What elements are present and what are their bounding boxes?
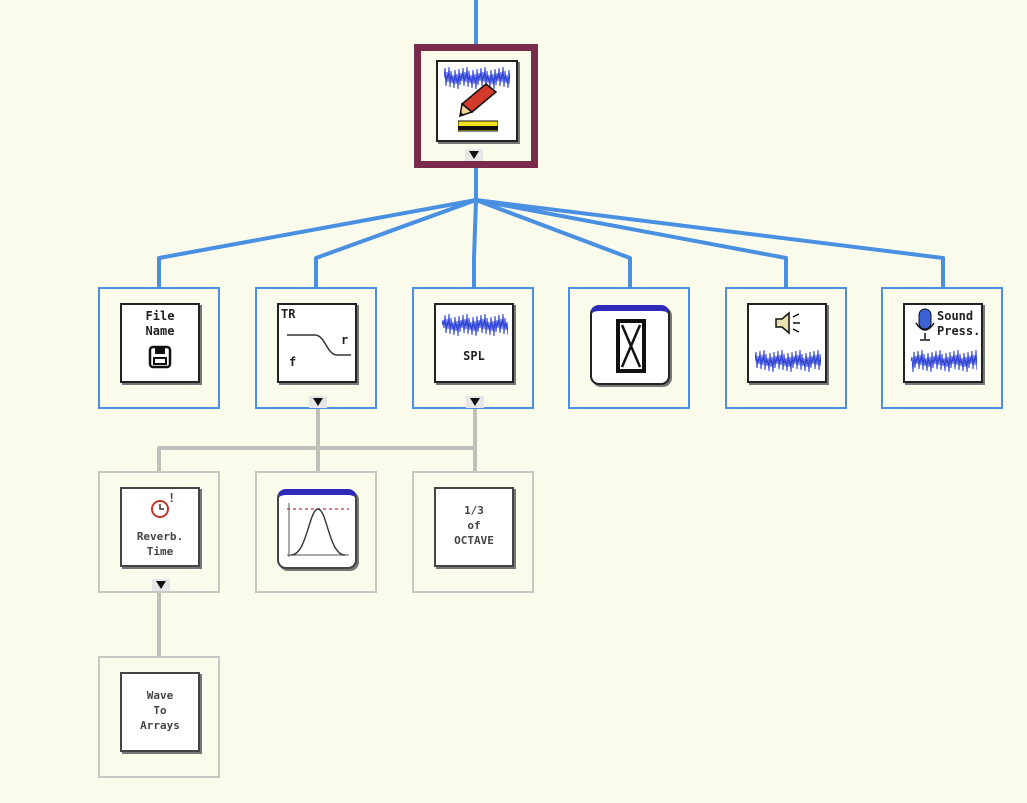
root-node[interactable] (414, 44, 538, 168)
output-terminal-icon[interactable] (152, 579, 170, 591)
waveform-shape (442, 313, 508, 337)
waveform-icon (444, 66, 510, 90)
speaker-node[interactable] (725, 287, 847, 409)
wire-level1-0 (157, 198, 477, 287)
hourglass-shape (616, 319, 646, 373)
waveform-trace (444, 66, 510, 90)
wire-level1-3 (475, 198, 632, 287)
wire-level1-1 (314, 198, 477, 287)
decay-curve (287, 334, 351, 356)
r-label: r (341, 333, 349, 347)
ruler-icon (458, 120, 498, 132)
bandpass-curve (287, 503, 349, 557)
node-label: 1/3 of OCTAVE (454, 504, 494, 547)
node-label: Reverb. Time (136, 530, 184, 558)
f-label: f (289, 355, 297, 369)
reverb-time-node[interactable]: ! Reverb. Time (98, 471, 220, 593)
waveform-edit-icon (436, 60, 518, 142)
node-label: Sound Press. (937, 309, 981, 338)
floppy-shape (148, 345, 172, 369)
file-name-node[interactable]: File Name (98, 287, 220, 409)
floppy-disk-icon: File Name (120, 303, 200, 383)
node-label: File Name (145, 309, 175, 338)
exclaim-mark: ! (168, 491, 176, 505)
wire-level1-2 (472, 199, 478, 287)
wave-to-arrays-node[interactable]: Wave To Arrays (98, 656, 220, 778)
stopwatch-shape (151, 500, 169, 518)
output-terminal-icon[interactable] (309, 396, 327, 408)
wire-level1-4 (475, 198, 788, 287)
tr-filter-node[interactable]: TR f r (255, 287, 377, 409)
pencil-icon (459, 83, 498, 118)
node-label: Wave To Arrays (140, 689, 180, 732)
wire-tr-reverb (157, 446, 318, 471)
output-terminal-icon[interactable] (466, 396, 484, 408)
hourglass-icon (590, 305, 670, 385)
waveform-trace (911, 349, 977, 373)
speaker-shape (775, 311, 800, 335)
output-terminal-icon[interactable] (465, 149, 483, 161)
timer-node[interactable] (568, 287, 690, 409)
tr-filter-curve-icon: TR f r (277, 303, 357, 383)
waveform-shape (911, 349, 977, 373)
third-octave-icon: 1/3 of OCTAVE (434, 487, 514, 567)
tr-label: TR (281, 307, 296, 321)
bandpass-graph-icon (277, 489, 357, 569)
waveform-icon: SPL (434, 303, 514, 383)
clock-icon: ! Reverb. Time (120, 487, 200, 567)
third-octave-node[interactable]: 1/3 of OCTAVE (412, 471, 534, 593)
microphone-shape (915, 308, 935, 341)
microphone-icon: Sound Press. (903, 303, 983, 383)
sound-press-node[interactable]: Sound Press. (881, 287, 1003, 409)
waveform-shape (755, 349, 821, 373)
wire-level1-5 (475, 198, 945, 287)
speaker-icon (747, 303, 827, 383)
spl-node[interactable]: SPL (412, 287, 534, 409)
bandpass-node[interactable] (255, 471, 377, 593)
node-label: SPL (463, 349, 485, 363)
wave-to-arrays-icon: Wave To Arrays (120, 672, 200, 752)
waveform-trace (442, 313, 508, 337)
waveform-trace (755, 349, 821, 373)
